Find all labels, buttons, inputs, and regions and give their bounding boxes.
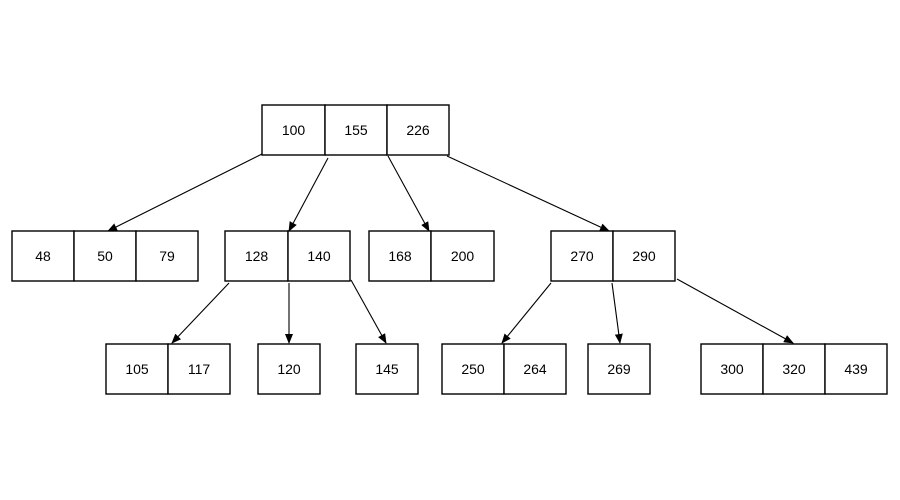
key-label: 117: [188, 361, 211, 377]
key-cell: 320: [762, 343, 826, 395]
key-cell: 128: [224, 230, 289, 282]
arrow-line: [350, 279, 387, 344]
edge-arrow: [611, 282, 623, 344]
edge-arrow: [446, 155, 610, 232]
key-cell: 439: [824, 343, 888, 395]
key-label: 120: [277, 361, 301, 377]
key-cell: 140: [287, 230, 351, 282]
key-label: 155: [344, 122, 368, 138]
key-cell: 200: [430, 230, 495, 282]
internal-node: 48 50 79: [11, 230, 199, 282]
key-cell: 270: [550, 230, 614, 282]
key-cell: 100: [261, 104, 326, 156]
edge-arrow: [350, 279, 387, 344]
key-label: 140: [307, 248, 331, 264]
key-label: 200: [451, 248, 475, 264]
key-label: 168: [388, 248, 412, 264]
arrow-line: [171, 282, 230, 344]
key-cell: 145: [355, 343, 419, 395]
key-label: 264: [523, 361, 547, 377]
edge-arrow: [171, 282, 230, 344]
leaf-node: 105 117: [105, 343, 231, 395]
key-cell: 264: [503, 343, 567, 395]
key-cell: 50: [73, 230, 137, 282]
leaf-node: 300 320 439: [700, 343, 888, 395]
edge-arrow: [676, 278, 794, 344]
edge-arrow: [107, 153, 263, 232]
key-cell: 226: [386, 104, 450, 156]
key-label: 128: [245, 248, 269, 264]
key-cell: 168: [368, 230, 432, 282]
internal-node: 168 200: [368, 230, 495, 282]
key-cell: 120: [257, 343, 321, 395]
key-cell: 300: [700, 343, 764, 395]
arrow-line: [387, 155, 430, 232]
key-cell: 250: [441, 343, 505, 395]
internal-node: 128 140: [224, 230, 351, 282]
key-label: 100: [282, 122, 306, 138]
key-label: 145: [375, 361, 399, 377]
edge-arrow: [387, 155, 430, 232]
key-label: 439: [844, 361, 868, 377]
arrow-line: [501, 282, 552, 344]
key-cell: 117: [167, 343, 231, 395]
arrow-line: [676, 278, 794, 344]
key-label: 79: [159, 248, 175, 264]
key-label: 290: [632, 248, 656, 264]
edge-arrow: [501, 282, 552, 344]
arrow-line: [288, 157, 329, 232]
key-label: 320: [782, 361, 806, 377]
key-label: 226: [406, 122, 430, 138]
key-label: 270: [570, 248, 594, 264]
internal-node: 270 290: [550, 230, 676, 282]
key-label: 48: [35, 248, 51, 264]
key-cell: 269: [587, 343, 651, 395]
key-cell: 155: [324, 104, 388, 156]
leaf-node: 145: [355, 343, 419, 395]
key-label: 300: [720, 361, 744, 377]
arrow-line: [446, 155, 610, 232]
key-label: 50: [97, 248, 113, 264]
leaf-node: 120: [257, 343, 321, 395]
arrow-line: [107, 153, 263, 232]
arrow-line: [611, 282, 623, 344]
edge-arrow: [288, 157, 329, 232]
key-label: 250: [461, 361, 485, 377]
key-cell: 290: [612, 230, 676, 282]
leaf-node: 250 264: [441, 343, 567, 395]
key-cell: 105: [105, 343, 169, 395]
key-label: 105: [125, 361, 149, 377]
key-cell: 48: [11, 230, 75, 282]
leaf-node: 269: [587, 343, 651, 395]
root-node: 100 155 226: [261, 104, 450, 156]
key-label: 269: [607, 361, 631, 377]
key-cell: 79: [135, 230, 199, 282]
edges: [107, 153, 794, 344]
